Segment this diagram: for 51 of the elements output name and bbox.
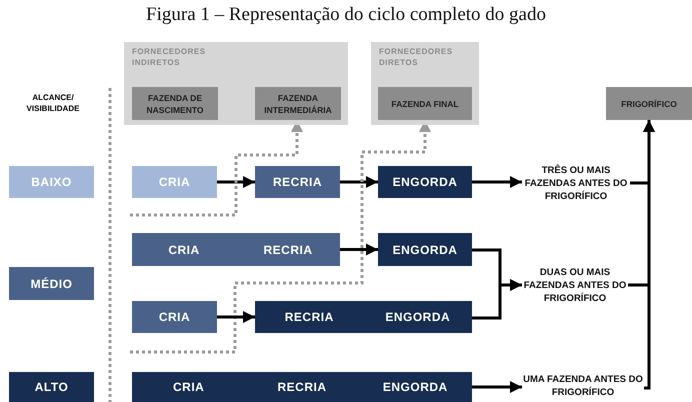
box-label: ENGORDA xyxy=(392,244,458,256)
box-label: ENGORDA xyxy=(384,311,452,323)
outcome-text: UMA FAZENDA ANTES DO FRIGORÍFICO xyxy=(522,370,644,402)
box-label: FRIGORÍFICO xyxy=(620,98,678,110)
arrow xyxy=(472,279,522,320)
outcome-text: TRÊS OU MAIS FAZENDAS ANTES DO FRIGORÍFICO xyxy=(522,163,630,203)
arrow xyxy=(217,176,255,188)
box-label: FAZENDA DE NASCIMENTO xyxy=(146,92,204,116)
stage-box xyxy=(255,166,340,198)
axis-caption: ALCANCE/ VISIBILIDADE xyxy=(26,92,80,114)
box-label: BAIXO xyxy=(30,176,73,188)
box-label: RECRIA xyxy=(284,311,335,323)
stage-box xyxy=(132,301,217,333)
box-label: CRIA xyxy=(172,381,206,393)
arrow xyxy=(643,120,655,390)
box-label: FAZENDA FINAL xyxy=(390,98,460,110)
box-label: ENGORDA xyxy=(382,381,449,393)
box-label: RECRIA xyxy=(262,244,314,256)
supplier-panel xyxy=(124,42,348,125)
stage-box xyxy=(378,233,472,266)
arrow xyxy=(472,176,522,188)
stage-box xyxy=(9,166,94,198)
stage-box xyxy=(378,166,472,198)
supplier-panel xyxy=(371,42,479,125)
outcome-text: DUAS OU MAIS FAZENDAS ANTES DO FRIGORÍFICO xyxy=(522,265,628,305)
arrow xyxy=(217,311,255,323)
box-label: FAZENDA INTERMEDIÁRIA xyxy=(263,92,333,116)
farm-box xyxy=(255,87,341,120)
box-label: CRIA xyxy=(158,176,192,188)
arrow xyxy=(472,381,522,393)
farm-box xyxy=(378,87,472,120)
stage-box xyxy=(132,233,340,266)
arrow xyxy=(340,244,378,256)
box-label: CRIA xyxy=(167,244,201,256)
stage-box xyxy=(255,301,472,333)
box-label: MÉDIO xyxy=(30,278,74,290)
box-label: CRIA xyxy=(158,311,192,323)
group-title: FORNECEDORES DIRETOS xyxy=(379,46,454,68)
box-label: RECRIA xyxy=(276,381,328,393)
group-title: FORNECEDORES INDIRETOS xyxy=(132,46,207,68)
stage-box xyxy=(9,267,94,300)
stage-box xyxy=(132,166,217,198)
farm-box xyxy=(606,87,692,120)
farm-box xyxy=(132,87,218,120)
box-label: ALTO xyxy=(34,381,70,393)
stage-box xyxy=(132,372,472,402)
stage-box xyxy=(9,372,94,402)
figure-title: Figura 1 – Representação do ciclo completo do gado xyxy=(145,4,547,26)
arrow xyxy=(340,176,378,188)
box-label: ENGORDA xyxy=(392,176,458,188)
box-label: RECRIA xyxy=(272,176,323,188)
